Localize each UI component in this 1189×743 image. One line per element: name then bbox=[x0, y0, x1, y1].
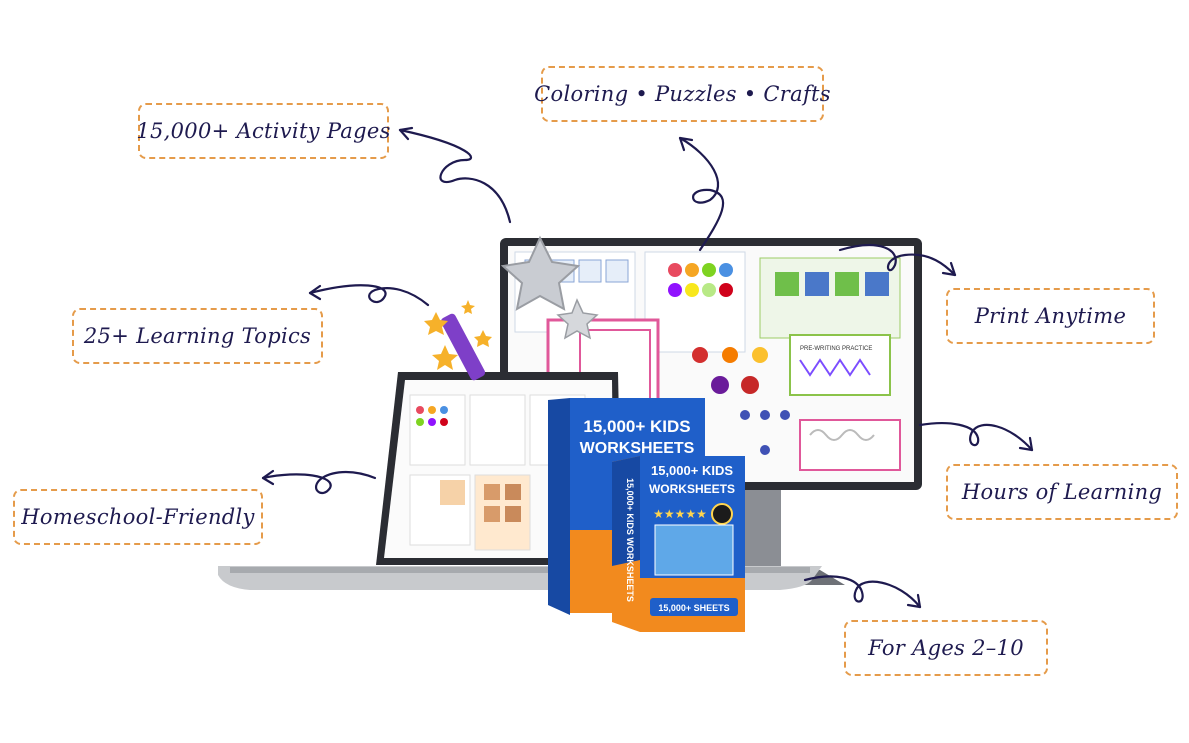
arrow-icon bbox=[838, 244, 957, 277]
callout-ages: For Ages 2–10 bbox=[844, 620, 1048, 676]
box-front-subline: WORKSHEETS bbox=[649, 482, 735, 496]
arrow-icon bbox=[678, 136, 725, 252]
arrow-icon bbox=[308, 284, 430, 307]
callout-homeschool-label: Homeschool-Friendly bbox=[21, 505, 255, 529]
callout-learning-topics-label: 25+ Learning Topics bbox=[83, 324, 312, 348]
box-footer-text: 15,000+ SHEETS bbox=[658, 603, 729, 613]
callout-hours-label: Hours of Learning bbox=[961, 480, 1163, 504]
star-icon bbox=[556, 298, 599, 340]
box-back-headline: 15,000+ KIDS bbox=[583, 417, 690, 436]
pre-writing-label: PRE-WRITING PRACTICE bbox=[800, 346, 872, 352]
callout-hours-of-learning: Hours of Learning bbox=[946, 464, 1178, 520]
crayon-icon bbox=[440, 313, 486, 381]
worksheet-box-front: 15,000+ KIDS WORKSHEETS 15,000+ KIDS WOR… bbox=[612, 456, 745, 632]
callout-activity-pages-label: 15,000+ Activity Pages bbox=[136, 119, 391, 143]
callout-coloring-puzzles-crafts: Coloring • Puzzles • Crafts bbox=[534, 66, 831, 122]
callout-homeschool-friendly: Homeschool-Friendly bbox=[13, 489, 263, 545]
arrow-icon bbox=[918, 422, 1034, 452]
box-spine-text: 15,000+ KIDS WORKSHEETS bbox=[625, 478, 635, 602]
box-back-subline: WORKSHEETS bbox=[580, 440, 695, 457]
star-icon bbox=[500, 235, 581, 311]
arrow-icon bbox=[398, 126, 512, 224]
callout-print-anytime: Print Anytime bbox=[946, 288, 1155, 344]
callout-activity-pages: 15,000+ Activity Pages bbox=[136, 103, 391, 159]
callout-ages-label: For Ages 2–10 bbox=[868, 636, 1024, 660]
box-front-headline: 15,000+ KIDS bbox=[651, 463, 733, 478]
arrow-icon bbox=[261, 469, 377, 495]
sparkle-icon bbox=[424, 300, 492, 370]
rating-stars-icon: ★★★★★ bbox=[653, 507, 707, 521]
arrow-icon bbox=[803, 575, 922, 609]
callout-coloring-label: Coloring • Puzzles • Crafts bbox=[534, 82, 831, 106]
callout-print-anytime-label: Print Anytime bbox=[974, 304, 1127, 328]
callout-learning-topics: 25+ Learning Topics bbox=[72, 308, 323, 364]
